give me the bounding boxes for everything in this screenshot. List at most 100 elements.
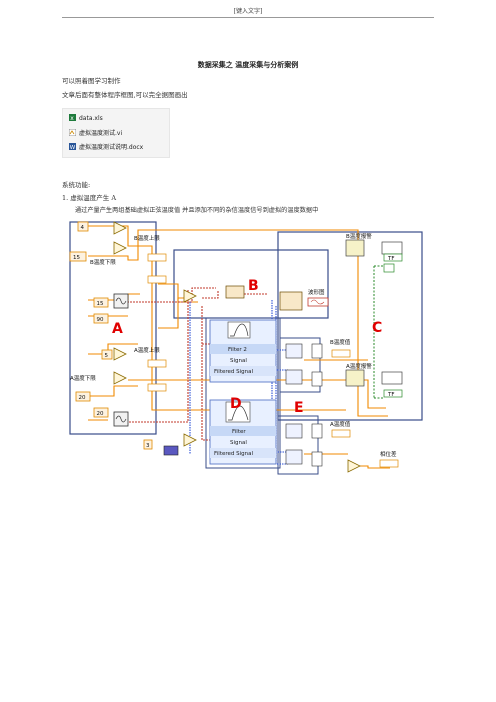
amplitude-measure-icon[interactable] <box>285 423 303 439</box>
const-box[interactable] <box>93 407 109 418</box>
label-b-upper: B温度上限 <box>134 234 160 242</box>
region-label-c: C <box>372 320 382 336</box>
const-value: 20 <box>79 395 86 401</box>
list-item-1: 1. 虚拟温度产生 A <box>62 194 117 202</box>
label-a-value: A温度值 <box>330 420 351 428</box>
add-node[interactable] <box>183 433 197 447</box>
bundle-nodes <box>225 285 303 311</box>
const-value: 20 <box>97 411 104 417</box>
file-name: 虚拟温度测试.vi <box>79 130 123 137</box>
numeric-control[interactable] <box>147 275 167 284</box>
numeric-indicator[interactable] <box>379 459 399 468</box>
svg-text:x: x <box>70 115 74 121</box>
boolean-indicator[interactable] <box>383 389 403 398</box>
file-item-xls[interactable]: x data.xls <box>69 114 103 122</box>
index-array-icon[interactable] <box>311 343 323 359</box>
const-box[interactable] <box>75 391 91 402</box>
list-item-1-desc: 通过产量产生两组基础虚拟正弦温度值 并且添加不同的杂信温度信号到虚拟的温度数据中 <box>75 207 319 214</box>
const-value: 4 <box>81 225 85 231</box>
alarm-light-icon[interactable] <box>383 263 395 273</box>
label-a-upper: A温度上限 <box>134 346 160 354</box>
word-file-icon: W <box>69 143 76 151</box>
svg-text:W: W <box>70 145 76 150</box>
frame-e-top <box>279 337 321 393</box>
filter-port: Filtered Signal <box>214 369 253 375</box>
amplitude-measure-icon[interactable] <box>285 343 303 359</box>
region-label-d: D <box>230 396 242 412</box>
merge-signals-icon[interactable] <box>225 285 245 299</box>
labview-vi-icon <box>68 128 77 137</box>
intro-line-2: 文章后面有整体程序框图,可以完全据图画出 <box>62 91 188 99</box>
const-value: 15 <box>97 301 104 307</box>
noise-generator-icon[interactable] <box>163 445 179 456</box>
doc-title: 数据采集之 温度采集与分析案例 <box>197 60 299 69</box>
filter-icon <box>227 321 251 339</box>
filter-2-vi[interactable]: Filter 2 Signal Filtered Signal <box>209 319 277 383</box>
boolean-indicator[interactable] <box>383 253 403 262</box>
index-array-icon[interactable] <box>311 423 323 439</box>
tone-measure-icon[interactable] <box>285 369 303 385</box>
numeric-control[interactable] <box>147 359 167 368</box>
add-nodes <box>113 221 361 473</box>
numeric-control[interactable] <box>147 383 167 392</box>
select-node[interactable] <box>345 239 365 257</box>
const-value: 3 <box>146 443 150 449</box>
frame-e <box>277 415 319 475</box>
add-node[interactable] <box>183 289 197 303</box>
label-b-alarm: B温度报警 <box>346 232 372 240</box>
region-label-a: A <box>112 321 123 337</box>
const-box[interactable] <box>77 221 89 232</box>
header-rule <box>62 17 434 18</box>
waveform-graph-label: 波形图 <box>308 288 325 296</box>
const-box[interactable] <box>143 439 153 450</box>
excel-file-icon: x <box>69 114 76 122</box>
label-b-lower: B温度下限 <box>90 258 116 266</box>
const-value: 90 <box>97 317 104 323</box>
select-node[interactable] <box>345 369 365 387</box>
frame-d <box>205 317 281 469</box>
numeric-constants: 4 15 15 90 5 20 20 3 <box>69 221 153 450</box>
const-value: 5 <box>105 353 109 359</box>
add-node[interactable] <box>113 371 127 385</box>
file-name: data.xls <box>79 115 103 122</box>
tone-measure-icon[interactable] <box>285 449 303 465</box>
label-phase-diff: 相位差 <box>380 450 397 458</box>
add-node[interactable] <box>113 241 127 255</box>
intro-line-1: 可以照着图学习制作 <box>62 77 121 85</box>
index-array-icon[interactable] <box>311 371 323 387</box>
const-box[interactable] <box>69 251 87 262</box>
filter-1-vi[interactable]: Filter Signal Filtered Signal <box>209 399 277 465</box>
select-nodes <box>345 239 403 387</box>
case-selector[interactable] <box>381 371 403 385</box>
add-node[interactable] <box>113 221 127 235</box>
filter-title: Filter 2 <box>228 347 247 353</box>
numeric-indicator[interactable] <box>331 349 351 358</box>
const-box[interactable] <box>93 313 109 324</box>
filter-port: Signal <box>230 440 247 446</box>
numeric-control[interactable] <box>147 253 167 262</box>
frame-c <box>277 231 423 421</box>
frame-a <box>69 221 157 435</box>
tf-tag: TF <box>387 392 395 398</box>
waveform-graph-terminal[interactable] <box>307 297 329 307</box>
index-array-icon[interactable] <box>311 451 323 467</box>
build-array-icon[interactable] <box>279 291 303 311</box>
const-box[interactable] <box>101 349 113 360</box>
indicators: TF TF <box>147 253 403 468</box>
numeric-indicator[interactable] <box>331 429 351 438</box>
filter-title: Filter <box>232 429 246 435</box>
boolean-wires <box>373 265 384 399</box>
region-label-e: E <box>294 400 304 416</box>
section-title: 系统功能: <box>62 181 91 189</box>
filter-port: Signal <box>230 358 247 364</box>
add-node[interactable] <box>113 347 127 361</box>
block-diagram: 4 15 15 90 5 20 20 3 波 <box>68 220 424 482</box>
file-item-vi[interactable]: 虚拟温度测试.vi <box>68 128 123 137</box>
const-box[interactable] <box>93 297 109 308</box>
subtract-node[interactable] <box>347 459 361 473</box>
filter-icon <box>225 401 251 423</box>
sine-generator-vis <box>113 293 179 456</box>
label-a-lower: A温度下限 <box>70 374 96 382</box>
case-selector[interactable] <box>381 241 403 255</box>
